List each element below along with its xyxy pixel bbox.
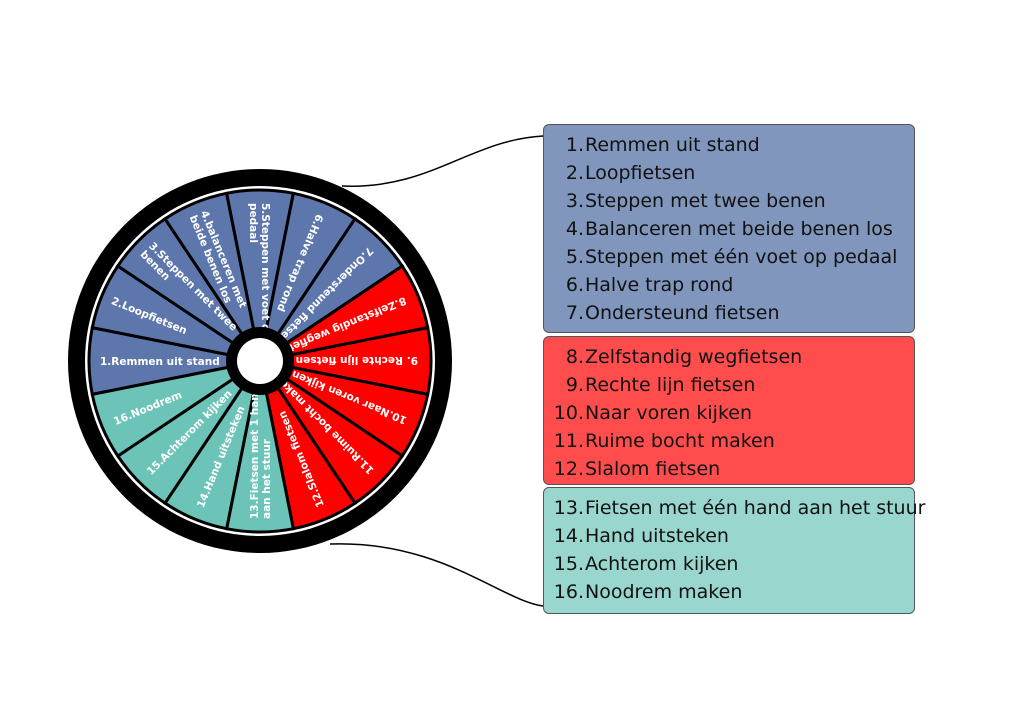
legend-item-text: Remmen uit stand	[585, 134, 760, 156]
legend-item-text: Slalom fietsen	[585, 458, 721, 480]
wheel-segment-label-line: 1.Remmen uit stand	[100, 356, 220, 368]
legend-item-number: 6.	[565, 274, 584, 296]
legend-item-number: 12.	[553, 458, 584, 480]
legend-item-number: 9.	[565, 374, 584, 396]
legend-item: 12.Slalom fietsen	[544, 455, 914, 483]
legend-item-number: 15.	[553, 553, 584, 575]
legend-item-number: 2.	[565, 162, 584, 184]
legend-item-number: 13.	[553, 497, 584, 519]
wheel-hub-hole	[237, 338, 283, 384]
legend-item-text: Fietsen met één hand aan het stuur	[585, 497, 926, 519]
legend-item-text: Ruime bocht maken	[585, 430, 775, 452]
legend-item: 13.Fietsen met één hand aan het stuur	[544, 494, 926, 522]
legend-item-text: Steppen met één voet op pedaal	[585, 246, 898, 268]
legend-item: 4.Balanceren met beide benen los	[544, 215, 914, 243]
legend-item-number: 3.	[565, 190, 584, 212]
legend-item-text: Achterom kijken	[585, 553, 739, 575]
connector-bottom-line	[329, 543, 544, 607]
legend-item: 10.Naar voren kijken	[544, 399, 914, 427]
legend-item: 9.Rechte lijn fietsen	[544, 371, 914, 399]
legend-item-text: Balanceren met beide benen los	[585, 218, 893, 240]
wheel-segment-label-line: pedaal	[247, 203, 259, 243]
wheel-segment-label-1: 1.Remmen uit stand	[100, 356, 220, 368]
legend-item: 11.Ruime bocht maken	[544, 427, 914, 455]
legend-item: 2.Loopfietsen	[544, 159, 914, 187]
legend-item-number: 10.	[553, 402, 584, 424]
wheel-segment-label-line: 5.Steppen met voet op	[259, 203, 271, 339]
legend-item-number: 4.	[565, 218, 584, 240]
wheel-segment-label-5: 5.Steppen met voet oppedaal	[247, 203, 271, 339]
legend-item-text: Halve trap rond	[585, 274, 734, 296]
legend-item-number: 11.	[553, 430, 584, 452]
wheel-segment-label-line: aan het stuur	[261, 438, 273, 519]
legend-item: 8.Zelfstandig wegfietsen	[544, 343, 914, 371]
legend-item-number: 8.	[565, 346, 584, 368]
legend-item-text: Zelfstandig wegfietsen	[585, 346, 803, 368]
legend-item-number: 5.	[565, 246, 584, 268]
connector-top-line	[341, 135, 544, 187]
wheel-segment-label-13: 13.Fietsen met 1 handaan het stuur	[249, 386, 273, 519]
legend-item-number: 14.	[553, 525, 584, 547]
wheel-segment-label-line: 13.Fietsen met 1 hand	[249, 386, 261, 519]
legend-item: 7.Ondersteund fietsen	[544, 299, 914, 327]
legend-item-text: Steppen met twee benen	[585, 190, 826, 212]
legend-item: 15.Achterom kijken	[544, 550, 914, 578]
legend-item-text: Ondersteund fietsen	[585, 302, 780, 324]
legend-item-number: 16.	[553, 581, 584, 603]
wheel-segment-label-line: 9. Rechte lijn fietsen	[296, 354, 418, 366]
legend-item-text: Hand uitsteken	[585, 525, 729, 547]
legend-item-text: Rechte lijn fietsen	[585, 374, 756, 396]
legend-item: 16.Noodrem maken	[544, 578, 914, 606]
legend-item-text: Naar voren kijken	[585, 402, 753, 424]
legend-item: 5.Steppen met één voet op pedaal	[544, 243, 914, 271]
legend-item: 14.Hand uitsteken	[544, 522, 914, 550]
legend-item: 6.Halve trap rond	[544, 271, 914, 299]
legend-item: 3.Steppen met twee benen	[544, 187, 914, 215]
wheel-segment-label-9: 9. Rechte lijn fietsen	[296, 354, 418, 366]
legend-item-text: Loopfietsen	[585, 162, 696, 184]
legend-item-number: 7.	[565, 302, 584, 324]
legend-item: 1.Remmen uit stand	[544, 131, 914, 159]
legend-item-text: Noodrem maken	[585, 581, 743, 603]
legend-item-number: 1.	[565, 134, 584, 156]
